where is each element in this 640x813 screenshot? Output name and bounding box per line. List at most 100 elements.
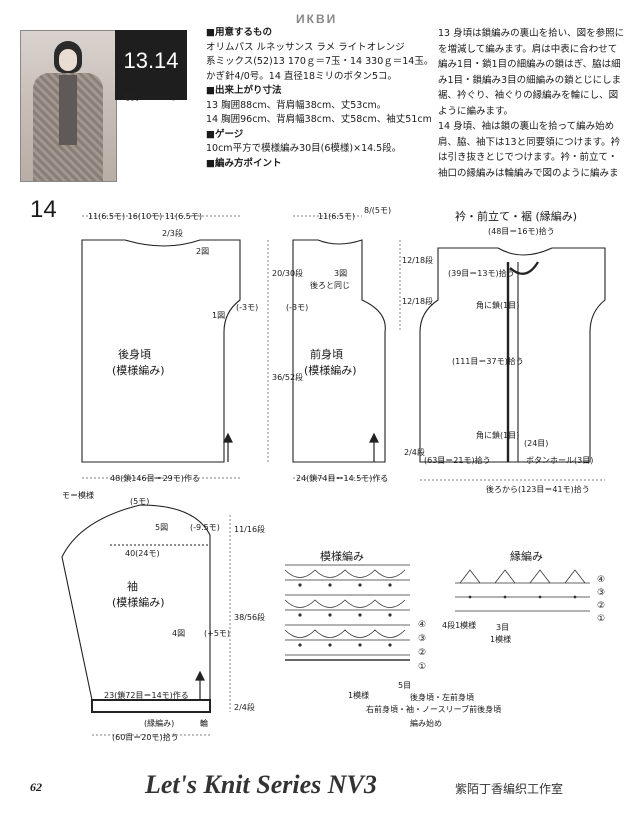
sleeve-height-2: 38/56段	[234, 613, 266, 622]
front-top-dim-2: 8/(5モ)	[364, 206, 392, 215]
edge-buttonhole: ボタンホール(3目)	[526, 456, 594, 465]
sleeve-height-3: 2/4段	[234, 703, 255, 712]
edge-row-4: ④	[597, 575, 606, 585]
photo-page-reference: 写真→20ページ	[122, 93, 180, 102]
back-minus3: (-3モ)	[236, 303, 259, 312]
edge-chart-title: 縁編み	[510, 550, 543, 563]
front-fig3: 3図	[334, 269, 348, 278]
front-bottom-dim: 24(鎖74目＝14.5モ)作る	[296, 474, 389, 483]
model-face	[59, 49, 77, 71]
sleeve-name: 袖	[127, 580, 138, 593]
chart-4-row-repeat: 4段1模様	[442, 621, 477, 630]
edge-corner-2: 角に鎖(1目)	[476, 431, 520, 440]
sleeve-edge-label: (縁編み)	[144, 719, 175, 728]
chart-rows-b: 右前身頃・袖・ノースリーブ前後身頃	[366, 705, 502, 714]
edge-row-3: ③	[597, 588, 606, 598]
spec-line-6: 14 胸囲96cm、背肩幅38cm、丈58cm、袖丈51cm。	[206, 114, 431, 125]
chart-start: 編み始め	[410, 719, 442, 728]
sleeve-fig5: 5図	[155, 523, 169, 532]
back-fig2: 2図	[196, 247, 210, 256]
spec-line-9: ■編み方ポイント	[206, 157, 282, 169]
front-body-name: 前身頃	[310, 348, 343, 361]
pattern-number: 13.14	[123, 48, 179, 73]
note-line: を増減して編みます。肩は中表に合わせて	[438, 43, 618, 55]
edge-rows: 2/4段	[404, 448, 425, 457]
edge-upper-pickup: (39目＝13モ)拾う	[448, 269, 515, 278]
edge-front-pickup: (111目＝37モ)拾う	[452, 357, 524, 366]
note-line: 裾、衿ぐり、袖ぐりの縁編みを輪にし、図	[438, 90, 619, 101]
spec-line-0: ■用意するもの	[206, 27, 272, 38]
front-height-2: 12/18段	[402, 297, 434, 306]
pattern-number-badge: 13.14	[115, 30, 187, 100]
model-inner-top	[59, 75, 77, 145]
back-body-pattern: (模様編み)	[112, 364, 165, 377]
edging-body-outline	[419, 247, 606, 463]
chart-rows-a: 後身頃・左前身頃	[410, 693, 474, 702]
back-height-1: 20/30段	[272, 269, 304, 278]
spec-line-5: 13 胸囲88cm、背肩幅38cm、丈53cm。	[206, 99, 387, 111]
note-line: 袖口の縁編みは輪編みで図のように編みま	[438, 167, 619, 179]
note-line: み1目・鎖編み3目の細編みの鎖とじにしま	[438, 74, 622, 86]
front-minus3: (-3モ)	[286, 303, 309, 312]
spec-line-8: 10cm平方で模様編み30目(6模様)×14.5段。	[206, 143, 402, 154]
spec-line-1: オリムパス ルネッサンス ラメ ライトオレンジ	[206, 41, 405, 53]
pattern-row-1: ①	[418, 662, 427, 672]
edge-back-pickup: 後ろから(123目＝41モ)拾う	[486, 485, 590, 494]
note-line: 肩、脇、袖下は13と同要領につけます。衿	[438, 136, 621, 148]
spec-line-2: 系ミックス(52)13 170ｇ＝7玉・14 330ｇ＝14玉。	[206, 56, 431, 67]
edge-row-1: ①	[597, 614, 606, 624]
edge-neck-pickup: (48目＝16モ)拾う	[488, 227, 555, 236]
edging-title: 衿・前立て・裾 (縁編み)	[455, 210, 578, 223]
note-line: 14 身頃、袖は鎖の裏山を拾って編み始め	[438, 121, 615, 132]
sleeve-pattern: (模様編み)	[112, 596, 165, 609]
sleeve-height-1: 11/16段	[234, 525, 266, 534]
note-line: 13 身頃は鎖編みの裏山を拾い、図を参照に	[438, 28, 625, 39]
sleeve-outline	[61, 504, 211, 701]
pattern-chart-lattice	[284, 564, 410, 661]
materials-specs: ИКВИ ■用意するもの オリムパス ルネッサンス ラメ ライトオレンジ 系ミッ…	[206, 12, 431, 171]
edge-corner-1: 角に鎖(1目)	[476, 301, 520, 310]
back-body-name: 後身頃	[118, 348, 151, 361]
pattern-chart-title: 模様編み	[320, 550, 364, 563]
studio-watermark: 紫陌丁香编织工作室	[455, 782, 564, 796]
sleeve-cuff-cast-on: 23(鎖72目＝14モ)作る	[104, 691, 189, 700]
front-top-dim: 11(6.5モ)	[318, 212, 356, 221]
edge-24: (24目)	[524, 439, 549, 448]
pattern-row-2: ②	[418, 648, 427, 658]
pattern-row-3: ③	[418, 634, 427, 644]
edge-chart-lattice	[455, 569, 590, 612]
model-photo	[20, 30, 117, 182]
sleeve-plus5: (+5モ)	[204, 629, 231, 638]
figure-number: 14	[30, 196, 57, 223]
back-height-2: 36/52段	[272, 373, 304, 382]
note-line: ように編みます。	[438, 105, 514, 117]
spec-line-3: かぎ針4/0号。14 直径18ミリのボタン5コ。	[206, 70, 398, 82]
front-body-outline	[292, 239, 386, 463]
edge-chart-1-pattern: 1模様	[490, 635, 512, 644]
edge-row-2: ②	[597, 601, 606, 611]
page-number: 62	[30, 780, 42, 794]
sleeve-round: 輪	[200, 719, 208, 728]
top-watermark: ИКВИ	[296, 12, 338, 26]
spec-line-4: ■出来上がり寸法	[206, 85, 282, 96]
spec-line-7: ■ゲージ	[206, 128, 244, 140]
edge-hem-pickup: (63目＝21モ)拾う	[424, 456, 491, 465]
sleeve-fig4: 4図	[172, 629, 186, 638]
moyou-note: モ＝模様	[62, 491, 94, 500]
instruction-notes: 13 身頃は鎖編みの裏山を拾い、図を参照に を増減して編みます。肩は中表に合わせ…	[438, 26, 636, 181]
front-height-1: 12/18段	[402, 256, 434, 265]
chart-5-stitches: 5目	[398, 681, 412, 690]
back-fig1: 1図	[212, 311, 226, 320]
sleeve-cuff-pickup: (60目＝20モ)拾う	[112, 733, 179, 742]
sleeve-top-dim: (5モ)	[130, 497, 150, 506]
sleeve-width: 40(24モ)	[125, 549, 160, 558]
front-same-as-back: 後ろと同じ	[310, 281, 350, 290]
chart-one-pattern: 1模様	[348, 691, 370, 700]
note-line: 編み1目・鎖1目の細編みの鎖はぎ、脇は細	[438, 59, 621, 70]
sleeve-minus9-5: (-9.5モ)	[190, 523, 220, 532]
series-footer: Let's Knit Series NV3	[145, 770, 377, 799]
front-body-pattern: (模様編み)	[304, 364, 357, 377]
edge-chart-3-stitches: 3目	[496, 623, 510, 632]
back-body-outline	[81, 239, 241, 463]
